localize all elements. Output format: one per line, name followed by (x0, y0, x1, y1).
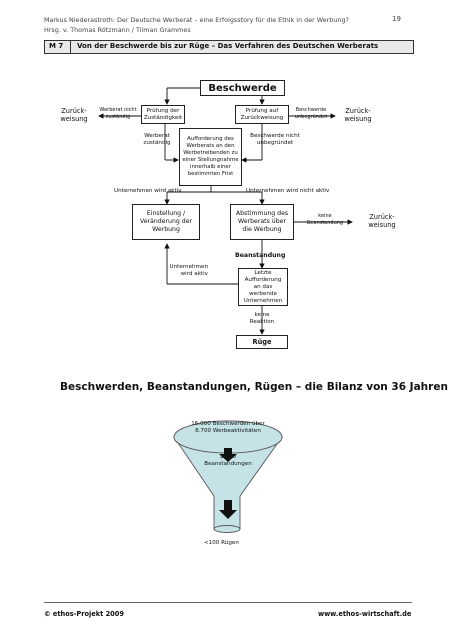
label-unternehmen-nicht-aktiv: Unternehmen wird nicht aktiv (246, 188, 330, 194)
bilanz-funnel (173, 420, 283, 533)
abstimmung-box: Abstimmung des Werberats über die Werbun… (230, 204, 294, 240)
pruefung-zustaendigkeit-box: Prüfung der Zuständigkeit (141, 105, 185, 124)
header-line-2: Hrsg. v. Thomas Rötzmann / Tilman Gramme… (44, 26, 191, 34)
footer-divider (44, 602, 412, 603)
einstellung-box: Einstellung / Veränderung der Werbung (132, 204, 200, 240)
letzte-aufforderung-box: Letzte Aufforderung an das werbende Unte… (238, 268, 288, 306)
zurueckweisung-left: Zurück- weisung (60, 107, 88, 123)
material-bar: M 7 Von der Beschwerde bis zur Rüge – Da… (44, 40, 414, 54)
header-line-1: Markus Niederastroth: Der Deutsche Werbe… (44, 16, 349, 24)
aufforderung-box: Aufforderung des Werberats an den Werbet… (179, 128, 242, 186)
ruege-box: Rüge (236, 335, 288, 349)
label-keine-reaktion: keine Reaktion (249, 312, 275, 325)
bilanz-bottom-label: <100 Rügen (204, 540, 239, 546)
material-divider (70, 41, 71, 53)
label-beschwerde-unbegruendet: Beschwerde unbegründet (294, 107, 328, 120)
pruefung-zurueckweisung-box: Prüfung auf Zurückweisung (235, 105, 289, 124)
label-beschwerde-nicht-unbegruendet: Beschwerde nicht unbegründet (250, 133, 300, 146)
zurueckweisung-right: Zurück- weisung (344, 107, 372, 123)
bilanz-title: Beschwerden, Beanstandungen, Rügen – die… (60, 381, 448, 393)
beschwerde-box: Beschwerde (200, 80, 285, 96)
label-unternehmen-wird-aktiv-2: Unternehmen wird aktiv (169, 264, 208, 277)
bilanz-middle-label: 2.400 Beanstandungen (204, 454, 252, 467)
material-title: Von der Beschwerde bis zur Rüge – Das Ve… (77, 42, 379, 50)
label-werberat-nicht-zustaendig: Werberat nicht zuständig (99, 107, 137, 120)
page-header: Markus Niederastroth: Der Deutsche Werbe… (44, 15, 404, 35)
label-werberat-zustaendig: Werberat zuständig (143, 133, 171, 146)
material-number: M 7 (49, 42, 64, 50)
footer-copyright: © ethos-Projekt 2009 (44, 610, 124, 618)
bilanz-top-label: 16.000 Beschwerden über 8.700 Werbeaktiv… (191, 421, 265, 434)
label-keine-beanstandung: keine Beanstandung (306, 213, 344, 226)
label-unternehmen-aktiv: Unternehmen wird aktiv (114, 188, 182, 194)
footer-website-link[interactable]: www.ethos-wirtschaft.de (318, 610, 412, 618)
label-beanstandung: Beanstandung (235, 252, 286, 259)
page-number: 19 (392, 15, 401, 23)
zurueckweisung-far: Zurück- weisung (368, 213, 396, 229)
